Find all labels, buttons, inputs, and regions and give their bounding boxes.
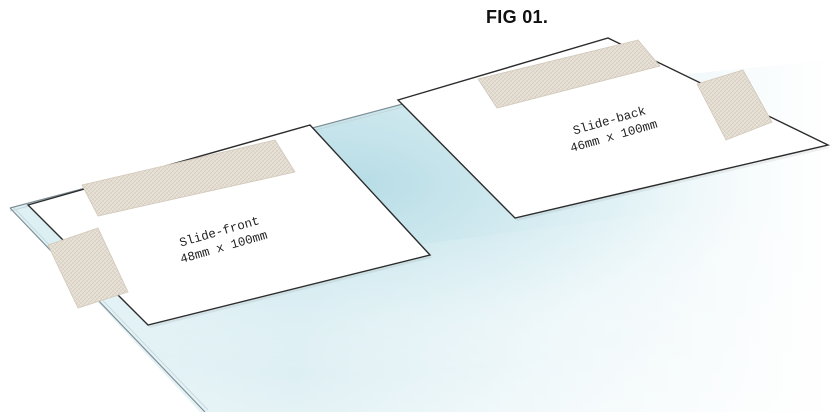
tape-front-side — [47, 227, 129, 309]
tape-back-top — [477, 39, 661, 109]
slide-back-label: Slide-back 46mm x 100mm — [396, 37, 831, 221]
tape-back-side — [696, 69, 773, 141]
slide-front-label: Slide-front Slide-back 48mm x 100mm — [26, 124, 432, 328]
tape-front-top — [81, 139, 296, 217]
figure-title: FIG 01. — [486, 7, 549, 27]
